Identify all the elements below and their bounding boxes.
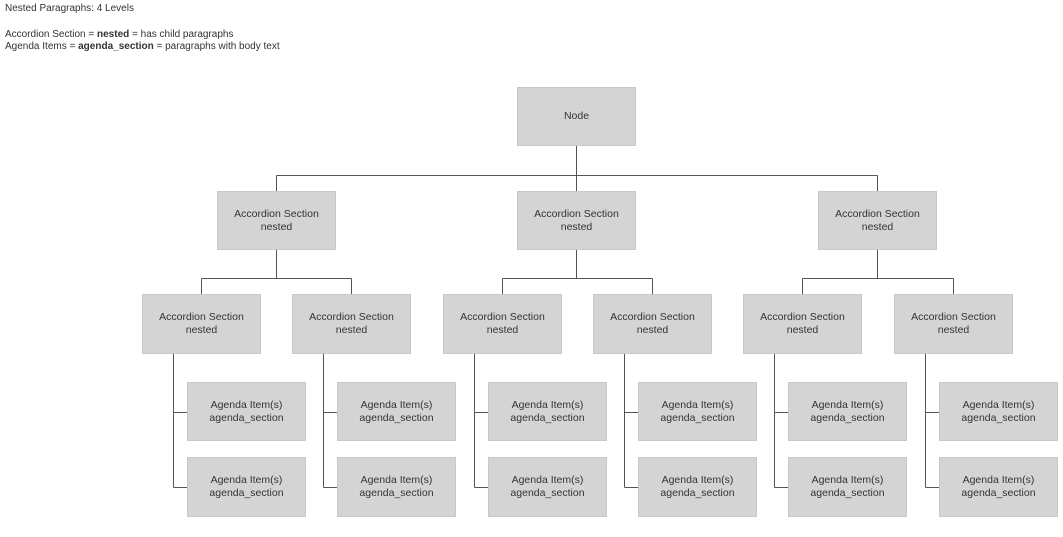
node-label: Accordion Section	[460, 311, 545, 323]
level4-agenda-item: Agenda Item(s)agenda_section	[337, 382, 456, 441]
node-sublabel: agenda_section	[961, 411, 1036, 424]
root-node: Node	[517, 87, 636, 146]
legend-key: nested	[97, 29, 130, 40]
node-label: Agenda Item(s)	[811, 398, 884, 411]
node-label: Agenda Item(s)	[210, 474, 283, 486]
node-label: Accordion Section	[534, 207, 619, 220]
node-label: Agenda Item(s)	[360, 474, 433, 486]
level4-agenda-item: Agenda Item(s)agenda_section	[788, 382, 907, 441]
level4-agenda-item: Agenda Item(s)agenda_section	[488, 382, 607, 441]
legend-line-accordion: Accordion Section = nested = has child p…	[5, 29, 234, 41]
node-label: Agenda Item(s)	[962, 474, 1035, 486]
legend-line-agenda: Agenda Items = agenda_section = paragrap…	[5, 41, 280, 53]
node-sublabel: agenda_section	[359, 411, 434, 424]
node-label: Agenda Item(s)	[360, 398, 433, 411]
level4-agenda-item: Agenda Item(s)agenda_section	[187, 382, 306, 441]
legend-sep: =	[129, 29, 141, 40]
node-sublabel: nested	[335, 324, 368, 336]
level4-agenda-item: Agenda Item(s)agenda_section	[638, 382, 757, 441]
node-sublabel: nested	[786, 324, 819, 336]
node-label: Accordion Section	[911, 311, 996, 323]
legend-desc: paragraphs with body text	[165, 41, 280, 52]
legend-sep: =	[153, 41, 166, 52]
level4-agenda-item: Agenda Item(s)agenda_section	[939, 457, 1058, 517]
node-sublabel: agenda_section	[510, 487, 585, 499]
node-sublabel: nested	[861, 220, 894, 233]
node-sublabel: agenda_section	[660, 487, 735, 499]
node-label: Agenda Item(s)	[511, 398, 584, 411]
node-sublabel: nested	[560, 220, 593, 233]
node-label: Agenda Item(s)	[511, 474, 584, 486]
node-label: Agenda Item(s)	[811, 474, 884, 486]
level4-agenda-item: Agenda Item(s)agenda_section	[337, 457, 456, 517]
node-sublabel: nested	[185, 324, 218, 336]
node-sublabel: nested	[636, 324, 669, 336]
node-sublabel: agenda_section	[209, 487, 284, 499]
legend-sep: =	[66, 41, 79, 52]
legend-key: agenda_section	[78, 41, 154, 52]
node-sublabel: agenda_section	[660, 411, 735, 424]
node-label: Agenda Item(s)	[962, 398, 1035, 411]
node-label: Accordion Section	[159, 311, 244, 323]
node-sublabel: nested	[937, 324, 970, 336]
node-label: Accordion Section	[309, 311, 394, 323]
level4-agenda-item: Agenda Item(s)agenda_section	[638, 457, 757, 517]
legend-sep: =	[85, 29, 98, 40]
node-sublabel: agenda_section	[810, 411, 885, 424]
node-sublabel: agenda_section	[209, 411, 284, 424]
node-label: Node	[563, 110, 590, 122]
node-sublabel: agenda_section	[359, 487, 434, 499]
node-sublabel: agenda_section	[961, 487, 1036, 499]
node-label: Accordion Section	[835, 207, 920, 220]
node-label: Agenda Item(s)	[661, 398, 734, 411]
node-sublabel: agenda_section	[510, 411, 585, 424]
level4-agenda-item: Agenda Item(s)agenda_section	[187, 457, 306, 517]
node-label: Accordion Section	[760, 311, 845, 323]
node-sublabel: nested	[486, 324, 519, 336]
level4-agenda-item: Agenda Item(s)agenda_section	[939, 382, 1058, 441]
node-label: Accordion Section	[234, 207, 319, 220]
node-sublabel: agenda_section	[810, 487, 885, 499]
node-label: Accordion Section	[610, 311, 695, 323]
level4-agenda-item: Agenda Item(s)agenda_section	[788, 457, 907, 517]
diagram-title: Nested Paragraphs: 4 Levels	[5, 3, 134, 14]
node-label: Agenda Item(s)	[661, 474, 734, 486]
legend-desc: has child paragraphs	[140, 29, 234, 40]
level4-agenda-item: Agenda Item(s)agenda_section	[488, 457, 607, 517]
legend-term: Accordion Section	[5, 29, 86, 40]
legend-term: Agenda Items	[5, 41, 67, 52]
node-label: Agenda Item(s)	[210, 398, 283, 411]
node-sublabel: nested	[260, 220, 293, 233]
